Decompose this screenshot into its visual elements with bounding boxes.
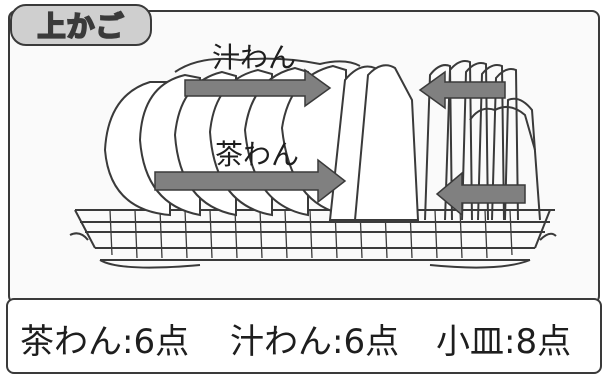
arrow-soup-bowls (184, 68, 332, 108)
rack-wire-frame (69, 209, 557, 269)
capacity-summary: 茶わん:6点 汁わん:6点 小皿:8点 (6, 298, 602, 374)
upper-rack-title: 上かご (36, 9, 125, 44)
small-plates (424, 60, 541, 221)
arrow-plates-top (418, 70, 506, 110)
upper-rack-tab: 上かご (10, 4, 152, 46)
arrow-rice-bowls (154, 158, 347, 204)
small-plate-count: 小皿:8点 (436, 322, 572, 362)
rice-bowl-count: 茶わん:6点 (20, 322, 190, 362)
dish-rack-diagram (69, 57, 557, 269)
rack-tines (109, 209, 513, 259)
soup-bowls (174, 57, 420, 221)
rice-bowl-label: 茶わん (215, 138, 300, 171)
soup-bowl-label: 汁わん (212, 41, 297, 74)
soup-bowl-count: 汁わん:6点 (230, 322, 400, 362)
arrow-plates-bottom (435, 171, 526, 217)
